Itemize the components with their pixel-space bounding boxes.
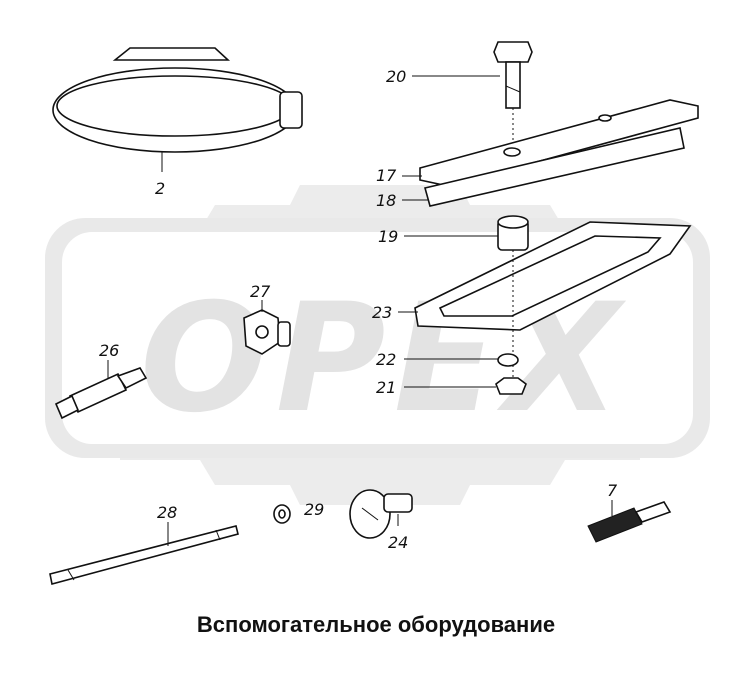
pad-18: [424, 127, 685, 207]
pin7-tip: [634, 501, 672, 523]
part-27-fitting: [243, 300, 291, 355]
bolt-shank: [505, 61, 521, 109]
callout-22: 22: [376, 350, 396, 369]
callout-19: 19: [378, 227, 398, 246]
plug-fork: [54, 394, 80, 420]
callout-21: 21: [376, 378, 396, 397]
clamp-lug: [279, 91, 303, 129]
plate-hole: [503, 147, 521, 157]
part-19-sleeve: [404, 215, 529, 251]
rod-28: [49, 525, 239, 585]
callout-18: 18: [376, 191, 396, 210]
callout-26: 26: [99, 341, 119, 360]
rod-thread-right: [215, 529, 221, 541]
callout-2: 2: [155, 179, 165, 198]
part-23-frame: [398, 221, 692, 380]
washer-29-hole: [278, 509, 286, 519]
part-22-washer: [404, 353, 519, 367]
diagram-caption: Вспомогательное оборудование: [196, 612, 556, 637]
part-24-plug: [349, 489, 413, 539]
part-28-rod: [49, 522, 239, 585]
callout-17: 17: [376, 166, 397, 185]
washer-22: [497, 353, 519, 367]
callout-29: 29: [304, 500, 324, 519]
callout-7: 7: [607, 481, 618, 500]
plug-tip: [116, 367, 148, 390]
fitting-thread: [277, 321, 291, 347]
part-29-washer: [273, 504, 291, 524]
part-20-bolt: [412, 41, 533, 152]
callout-27: 27: [250, 282, 271, 301]
part-21-nut: [404, 377, 527, 395]
rod-thread-left: [67, 569, 75, 581]
pin7-body: [587, 507, 643, 543]
callout-23: 23: [372, 303, 392, 322]
callout-28: 28: [157, 503, 177, 522]
plug24-shank: [383, 493, 413, 513]
lower-frame-slot: [438, 235, 662, 317]
plug24-slot: [361, 507, 379, 521]
callout-24: 24: [388, 533, 408, 552]
clamp-band-inner: [56, 75, 294, 137]
fitting-bore: [255, 325, 269, 339]
part-17-18-plate: [402, 99, 699, 207]
plate-hole-2: [598, 114, 612, 122]
part-26-plug: [54, 360, 148, 420]
bolt-head: [493, 41, 533, 63]
bolt-thread: [505, 85, 521, 93]
nut-21: [495, 377, 527, 395]
clamp-top-tab: [112, 47, 231, 61]
sleeve-top: [497, 215, 529, 229]
part-2-clamp: [52, 47, 303, 172]
upper-plate-17: [419, 99, 699, 187]
callout-20: 20: [386, 67, 406, 86]
part-7-pin: [587, 500, 672, 543]
